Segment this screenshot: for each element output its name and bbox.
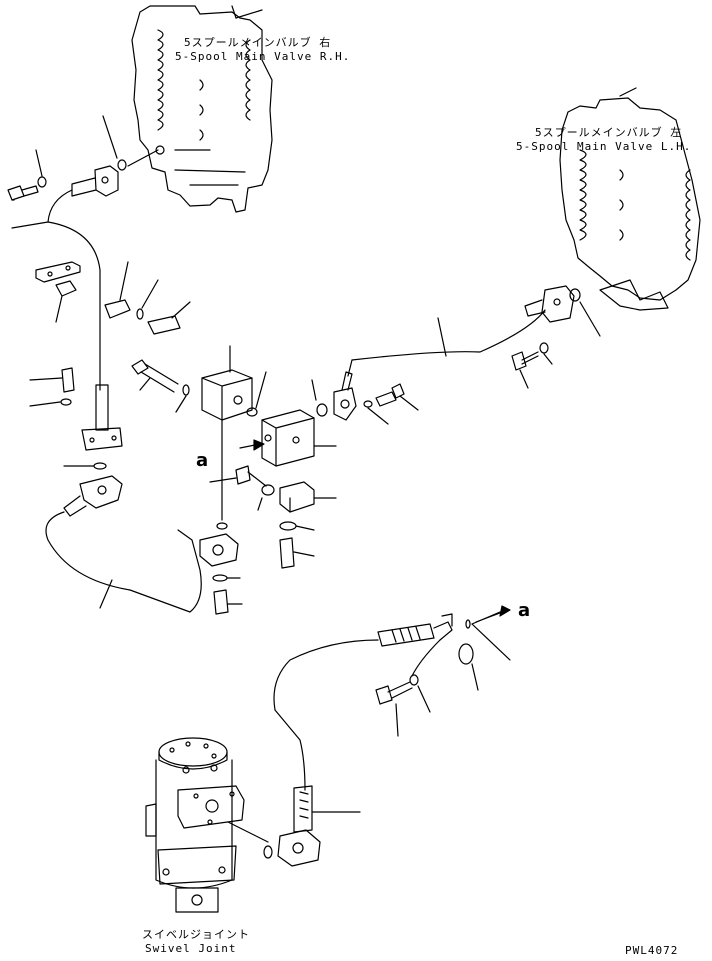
reference-a-arrow: a [518, 600, 531, 621]
bolt-tl [7, 149, 47, 201]
swivel-joint [145, 737, 273, 913]
label-swivel-jp: スイベルジョイント [142, 928, 250, 941]
hose-fitting-left [29, 367, 123, 451]
label-valve-lh-jp: 5スプールメインバルブ 左 [535, 126, 683, 139]
main-valve-lh [559, 87, 701, 311]
flange-center-right [333, 309, 546, 421]
leader [102, 115, 118, 159]
main-valve-rh [131, 5, 273, 213]
hose-flange-rh [11, 165, 119, 391]
oring-rh [117, 159, 127, 171]
flange-lower-left [199, 533, 243, 615]
label-valve-lh-en: 5-Spool Main Valve L.H. [516, 140, 692, 153]
block-a [239, 409, 337, 467]
block-upper [201, 345, 267, 530]
oring-center [316, 403, 328, 417]
oring-small [93, 462, 107, 470]
bolt-right-center [363, 383, 419, 425]
hose-flange-lh [524, 285, 575, 323]
bolt-center [131, 359, 190, 413]
hose-end-left-lower [45, 475, 202, 613]
drawing-number: PWL4072 [625, 944, 679, 957]
oring-lh [569, 288, 581, 302]
label-swivel-en: Swivel Joint [145, 942, 237, 955]
reference-a-block: a [196, 450, 209, 471]
clamp-bracket-left [35, 261, 191, 335]
hose-lower-right [273, 605, 511, 867]
label-valve-rh-en: 5-Spool Main Valve R.H. [175, 50, 351, 63]
oring-assembly-right [375, 639, 479, 737]
bolt-lh [511, 342, 553, 389]
bracket-lower [209, 465, 337, 569]
label-valve-rh-jp: 5スプールメインバルブ 右 [184, 36, 332, 49]
